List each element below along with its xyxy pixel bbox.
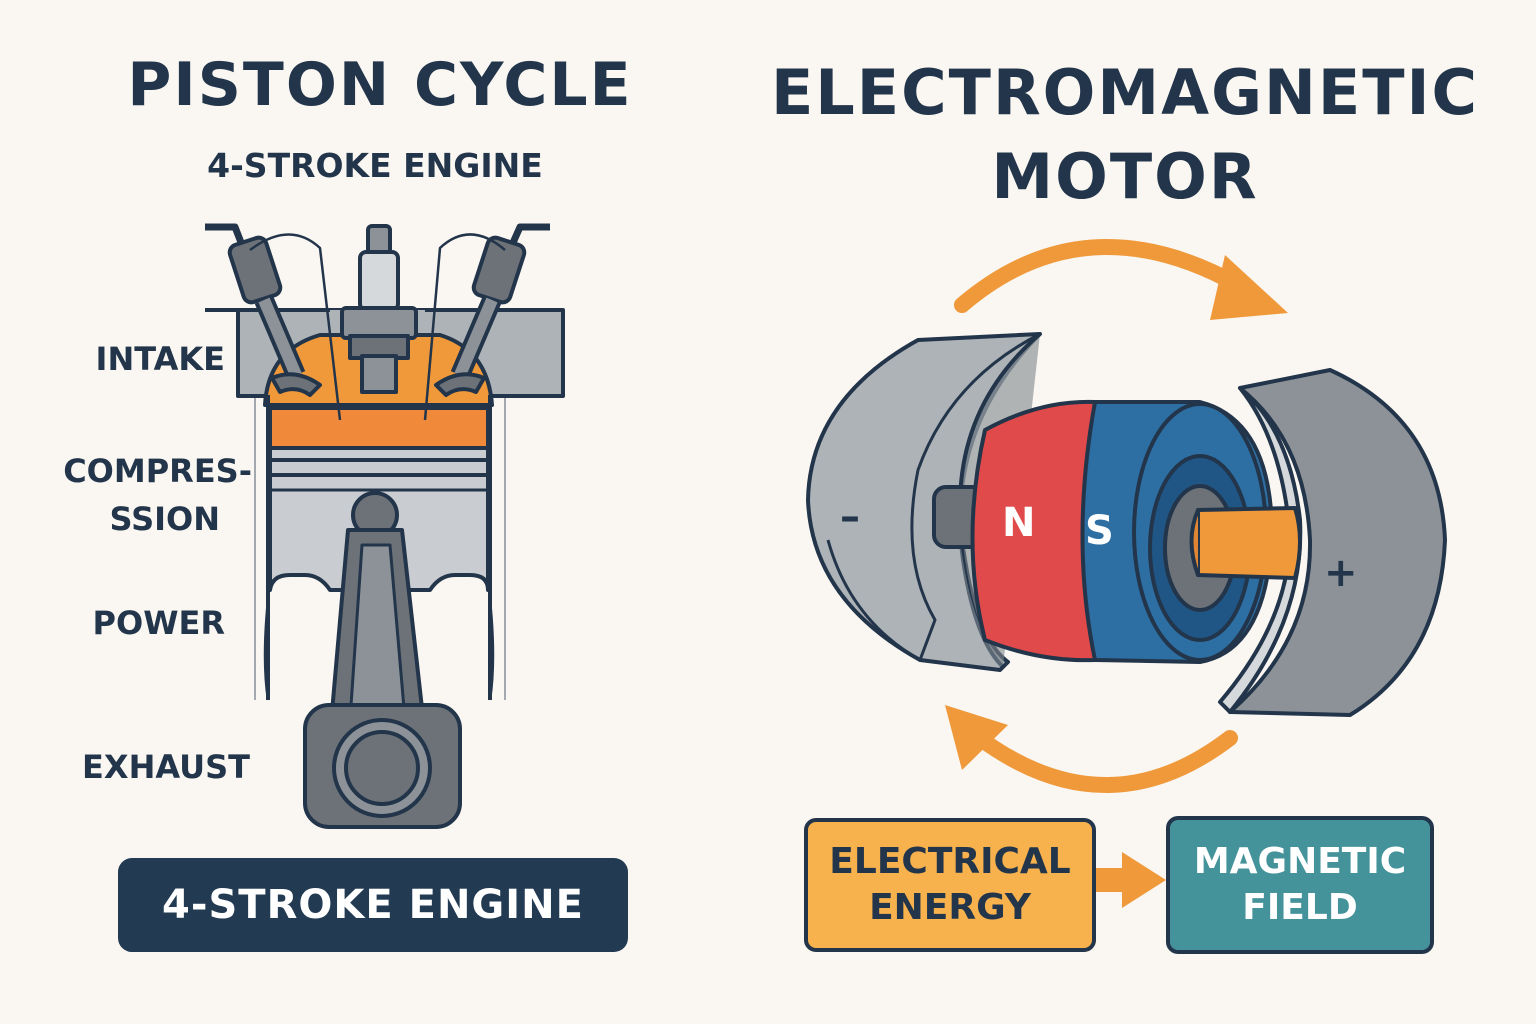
electrical-energy-line1: ELECTRICAL — [829, 841, 1071, 882]
positive-pole-label: + — [1324, 550, 1358, 596]
valve-icon — [205, 223, 322, 397]
motor-stator-icon — [1218, 368, 1447, 717]
electrical-energy-box: ELECTRICAL ENERGY — [804, 818, 1096, 952]
stage-label-intake: INTAKE — [95, 340, 225, 378]
engine-badge: 4-STROKE ENGINE — [118, 858, 628, 952]
piston-cycle-title: PISTON CYCLE — [127, 50, 633, 120]
rotation-arrow-head — [945, 705, 1008, 770]
engine-badge-label: 4-STROKE ENGINE — [162, 882, 584, 928]
piston-engine-icon — [205, 223, 565, 829]
motor-title-line1: ELECTROMAGNETIC — [770, 56, 1480, 129]
rotation-arrow-icon — [977, 730, 1238, 793]
stage-label-compression-line2: SSION — [109, 500, 220, 538]
piston-icon — [268, 406, 490, 592]
rotation-arrow-icon — [954, 238, 1246, 313]
piston-cycle-subtitle: 4-STROKE ENGINE — [207, 146, 543, 185]
stage-label-exhaust: EXHAUST — [82, 748, 250, 786]
magnet-north-label: N — [1002, 500, 1036, 546]
stage-label-compression-line1: COMPRES- — [63, 452, 252, 490]
magnetic-field-line2: FIELD — [1242, 887, 1358, 928]
electrical-energy-line2: ENERGY — [869, 887, 1031, 928]
flow-arrow-head — [1122, 852, 1166, 908]
motor-title-line2: MOTOR — [991, 140, 1259, 213]
stage-label-power: POWER — [92, 604, 225, 642]
valve-icon — [434, 223, 550, 397]
rotation-arrow-head — [1210, 255, 1288, 320]
magnetic-field-box: MAGNETIC FIELD — [1166, 816, 1434, 954]
negative-pole-label: – — [840, 494, 860, 540]
magnetic-field-line1: MAGNETIC — [1193, 841, 1407, 882]
spark-plug-icon — [340, 224, 418, 394]
magnet-south-label: S — [1085, 508, 1114, 554]
connecting-rod-icon — [303, 528, 462, 829]
rotor-magnet-icon — [932, 399, 1302, 664]
